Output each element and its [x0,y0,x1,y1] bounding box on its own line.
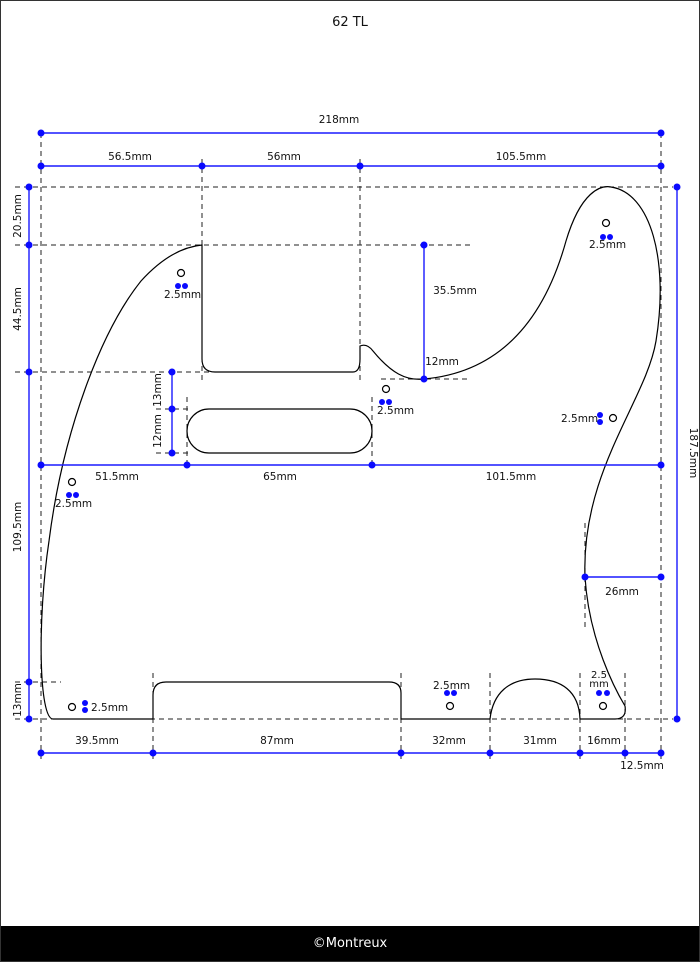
screw-hole [596,690,610,711]
screw-hole: 2.5mm [164,268,201,301]
dimension-labels: 218mm 56.5mm 56mm 105.5mm 20.5mm 44.5mm … [12,114,699,772]
dim-overall-width: 218mm [319,114,360,126]
drawing-title: 62 TL [332,15,368,30]
screw-hole: 2.5mm [377,384,414,417]
dim-bottom-1: 39.5mm [75,735,119,747]
dim-bottom-4: 31mm [523,735,557,747]
hole-label: 2.5mm [164,289,201,301]
dim-bottom-6: 12.5mm [620,760,664,772]
pickguard-outline [40,186,661,720]
hole-label: 2.5mm [377,405,414,417]
screw-hole: 2.5mm [589,218,626,251]
hole-label: 2.5 mm [589,670,609,690]
dim-left-upper: 44.5mm [12,287,24,331]
dim-left-middle: 109.5mm [12,502,24,553]
dim-overall-height: 187.5mm [687,428,699,479]
dim-slot-offset: 13mm [152,373,164,407]
pickguard-drawing: 218mm 56.5mm 56mm 105.5mm 20.5mm 44.5mm … [12,114,699,772]
dim-bottom-2: 87mm [260,735,294,747]
dim-horn-gap: 12mm [425,356,459,368]
screw-hole: 2.5mm [67,700,128,714]
dim-left-top: 20.5mm [12,194,24,238]
hole-label: 2.5mm [91,702,128,714]
pickup-slot [186,408,373,454]
dim-bottom-3: 32mm [432,735,466,747]
screw-holes: 2.5mm 2.5mm 2.5mm 2.5mm 2.5mm 2.5mm [55,218,626,714]
hole-label: 2.5mm [55,498,92,510]
dim-left-bottom: 13mm [12,683,24,717]
hole-label: 2.5mm [589,239,626,251]
dim-mid-left: 51.5mm [95,471,139,483]
dim-bottom-5: 16mm [587,735,621,747]
dimension-dots [25,129,681,757]
reference-lines [15,133,673,761]
dim-mid-right: 101.5mm [486,471,537,483]
dim-top-mid: 56mm [267,151,301,163]
hole-label: 2.5mm [561,413,598,425]
dim-pocket-depth: 35.5mm [433,285,477,297]
dim-top-left: 56.5mm [108,151,152,163]
dim-slot-height: 12mm [152,414,164,448]
dim-slot-width: 65mm [263,471,297,483]
screw-hole: 2.5mm [433,680,470,711]
footer-copyright: ©Montreux [1,926,699,961]
dim-waist: 26mm [605,586,639,598]
dimension-lines [28,132,678,754]
dim-top-right: 105.5mm [496,151,547,163]
screw-hole: 2.5mm [561,412,618,425]
hole-label: 2.5mm [433,680,470,692]
screw-hole: 2.5mm [55,477,92,510]
